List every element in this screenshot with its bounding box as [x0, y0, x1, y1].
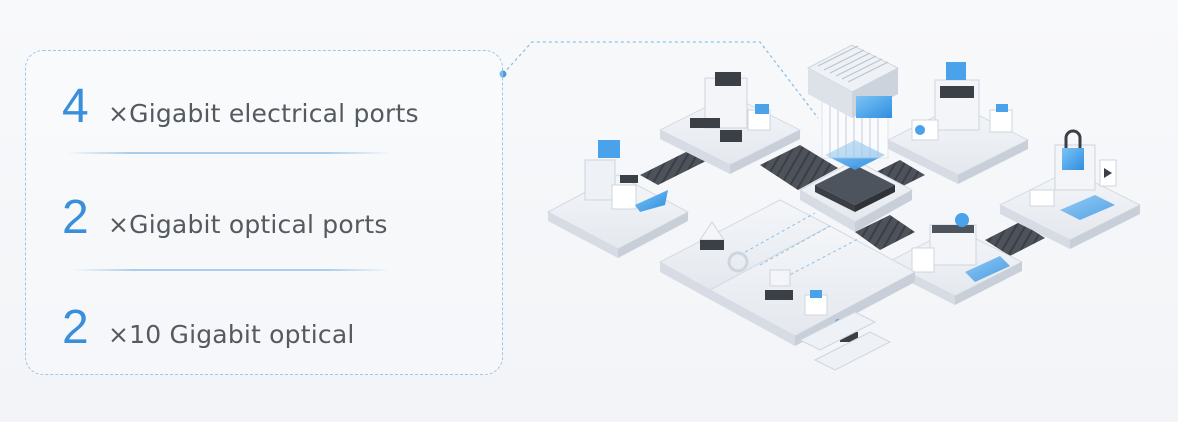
divider [72, 269, 390, 271]
spec-row-optical: 2 ×Gigabit optical ports [62, 194, 388, 242]
spec-label: ×Gigabit electrical ports [108, 99, 419, 128]
platform-top-left [658, 72, 802, 174]
platform-bottom-right [886, 213, 1024, 305]
spec-label: ×Gigabit optical ports [108, 210, 388, 239]
divider [66, 152, 391, 154]
server-tower [798, 44, 914, 232]
spec-count: 2 [62, 301, 89, 354]
spec-card: 4 ×Gigabit electrical ports 2 ×Gigabit o… [25, 50, 503, 375]
lock-icon [1062, 148, 1084, 170]
platform-bottom-path [658, 199, 917, 371]
network-illustration [546, 44, 1142, 371]
spec-count: 2 [62, 191, 89, 244]
spec-label: ×10 Gigabit optical [108, 320, 355, 349]
spec-count: 4 [62, 80, 89, 133]
platform-top-right [886, 62, 1030, 184]
platform-left [546, 140, 690, 258]
platform-right [998, 129, 1142, 249]
spec-row-10g-optical: 2 ×10 Gigabit optical [62, 304, 355, 352]
spec-row-electrical: 4 ×Gigabit electrical ports [62, 83, 419, 131]
